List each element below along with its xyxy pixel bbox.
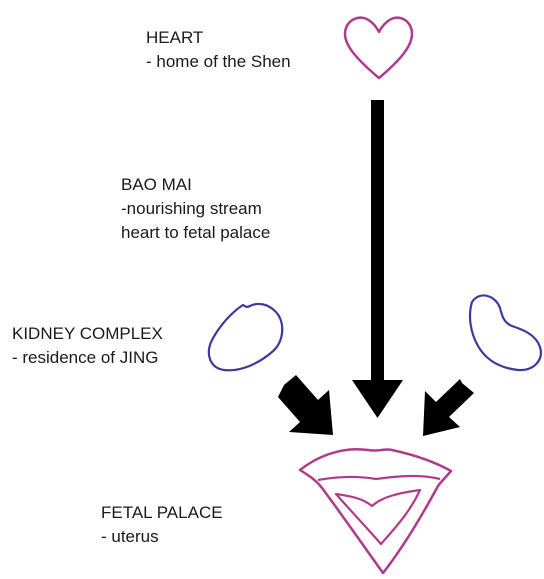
arrow-down-icon xyxy=(352,100,403,418)
arrow-down-right-icon xyxy=(278,375,333,435)
kidney-left-icon xyxy=(209,304,282,370)
kidney-right-icon xyxy=(470,295,541,370)
uterus-icon xyxy=(300,449,451,573)
heart-icon xyxy=(345,18,412,78)
arrow-down-left-icon xyxy=(423,379,474,436)
